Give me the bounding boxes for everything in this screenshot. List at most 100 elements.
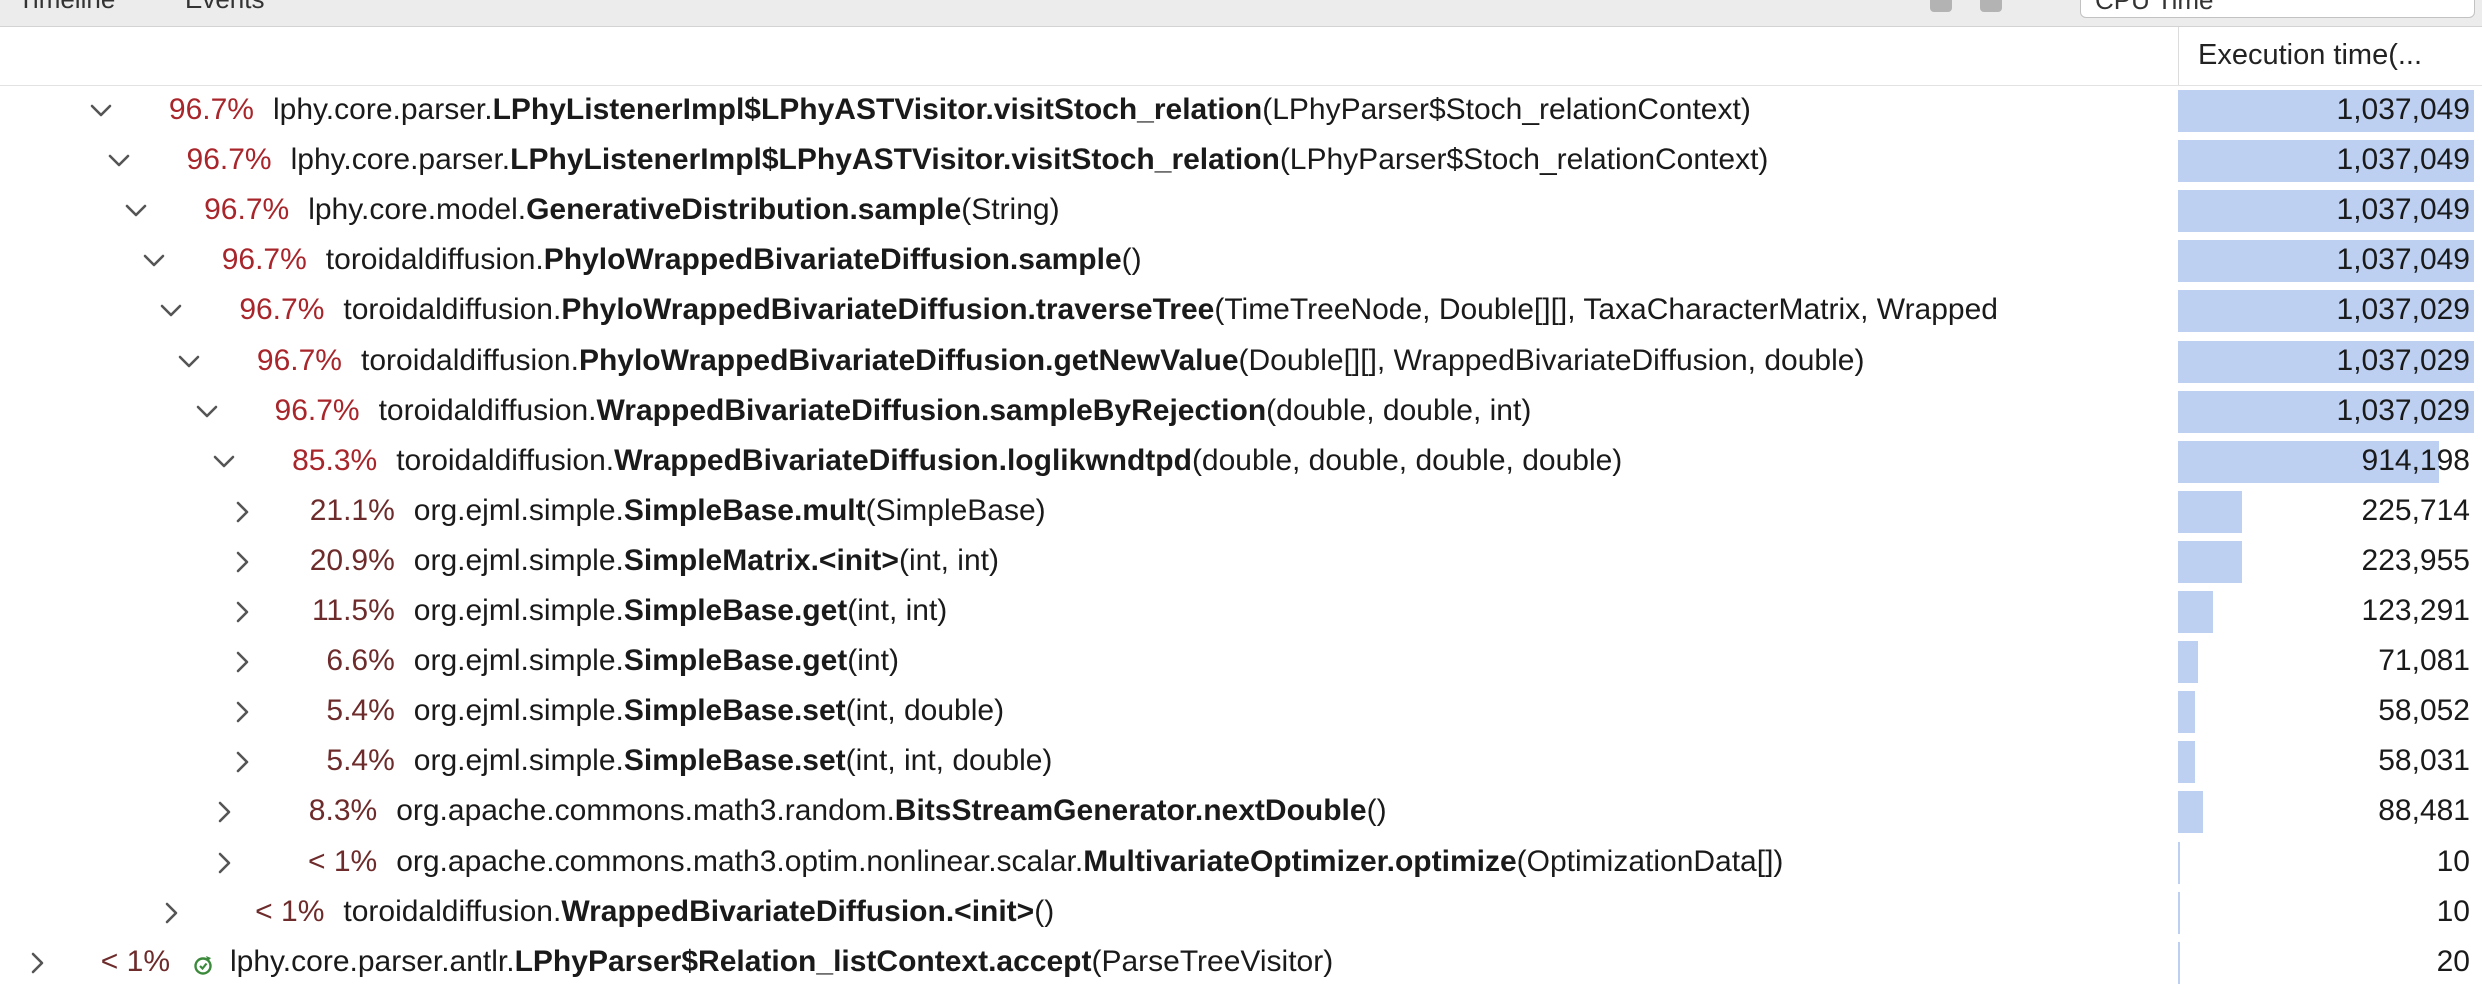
method-signature: toroidaldiffusion.PhyloWrappedBivariateD…: [326, 243, 1142, 277]
tree-row[interactable]: 8.3%org.apache.commons.math3.random.Bits…: [0, 787, 2482, 837]
execution-time-bar: [2178, 942, 2180, 984]
chevron-down-icon[interactable]: [174, 344, 204, 380]
chevron-down-icon[interactable]: [104, 143, 134, 179]
execution-time-cell: 1,037,049: [2178, 240, 2478, 282]
percent-label: < 1%: [255, 895, 325, 928]
method-signature: org.ejml.simple.SimpleBase.get(int): [414, 644, 899, 678]
tree-row[interactable]: 5.4%org.ejml.simple.SimpleBase.set(int, …: [0, 687, 2482, 737]
method-name: MultivariateOptimizer.optimize: [1083, 845, 1517, 878]
chevron-right-icon[interactable]: [227, 494, 257, 530]
method-name: WrappedBivariateDiffusion.<init>: [561, 895, 1035, 928]
tree-row[interactable]: 11.5%org.ejml.simple.SimpleBase.get(int,…: [0, 587, 2482, 637]
percent-label: < 1%: [100, 945, 170, 978]
tree-row[interactable]: < 1%lphy.core.parser.antlr.LPhyParser$Re…: [0, 938, 2482, 988]
package-name: org.apache.commons.math3.optim.nonlinear…: [396, 845, 1084, 878]
execution-time-bar: [2178, 341, 2474, 383]
metric-select[interactable]: CPU Time: [2080, 0, 2475, 18]
execution-time-cell: 123,291: [2178, 591, 2478, 633]
method-name: BitsStreamGenerator.nextDouble: [894, 794, 1367, 827]
chevron-right-icon[interactable]: [227, 744, 257, 780]
package-name: lphy.core.parser.: [290, 143, 511, 176]
execution-time-bar: [2178, 892, 2180, 934]
method-args: (ParseTreeVisitor): [1091, 945, 1334, 978]
percent-label: 96.7%: [168, 93, 254, 126]
method-name: PhyloWrappedBivariateDiffusion.sample: [543, 243, 1122, 276]
execution-time-cell: 58,031: [2178, 741, 2478, 783]
execution-time-cell: 88,481: [2178, 791, 2478, 833]
percent-label: 21.1%: [309, 494, 395, 527]
percent-label: 96.7%: [221, 243, 307, 276]
execution-time-value: 1,037,029: [2336, 293, 2470, 326]
chevron-right-icon[interactable]: [227, 594, 257, 630]
chevron-right-icon[interactable]: [156, 895, 186, 931]
tree-row[interactable]: < 1%org.apache.commons.math3.optim.nonli…: [0, 838, 2482, 888]
tree-row[interactable]: 96.7%lphy.core.parser.LPhyListenerImpl$L…: [0, 86, 2482, 136]
tree-row[interactable]: 85.3% toroidaldiffusion.WrappedBivariateD…: [0, 437, 2482, 487]
package-name: org.ejml.simple.: [413, 594, 624, 627]
tab-timeline[interactable]: Timeline: [18, 0, 115, 15]
execution-time-cell: 20: [2178, 942, 2478, 984]
chevron-right-icon[interactable]: [209, 794, 239, 830]
execution-time-value: 1,037,029: [2336, 344, 2470, 377]
execution-time-value: 1,037,029: [2336, 394, 2470, 427]
execution-time-value: 20: [2436, 945, 2470, 978]
call-tree: 96.7%lphy.core.parser.LPhyListenerImpl$L…: [0, 86, 2482, 984]
percent-label: 85.3%: [292, 444, 378, 477]
tree-row[interactable]: 96.7%lphy.core.model.GenerativeDistribut…: [0, 186, 2482, 236]
method-signature: lphy.core.model.GenerativeDistribution.s…: [308, 193, 1059, 227]
chevron-down-icon[interactable]: [209, 444, 239, 480]
package-name: toroidaldiffusion.: [343, 293, 562, 326]
tree-row[interactable]: 21.1%org.ejml.simple.SimpleBase.mult(Sim…: [0, 487, 2482, 537]
method-name: SimpleBase.get: [623, 594, 848, 627]
package-name: org.ejml.simple.: [413, 694, 624, 727]
percent-label: 20.9%: [309, 544, 395, 577]
method-signature: org.ejml.simple.SimpleMatrix.<init>(int,…: [414, 544, 999, 578]
column-divider[interactable]: [2178, 27, 2179, 85]
chevron-down-icon[interactable]: [192, 394, 222, 430]
execution-time-cell: 71,081: [2178, 641, 2478, 683]
chevron-right-icon[interactable]: [22, 945, 52, 981]
chevron-down-icon[interactable]: [86, 93, 116, 129]
method-name: PhyloWrappedBivariateDiffusion.traverseT…: [561, 293, 1215, 326]
tab-events[interactable]: Events: [185, 0, 265, 15]
execution-time-cell: 1,037,029: [2178, 290, 2478, 332]
tree-row[interactable]: 6.6% org.ejml.simple.SimpleBase.get(int) 7…: [0, 637, 2482, 687]
chevron-right-icon[interactable]: [227, 544, 257, 580]
execution-time-value: 88,481: [2378, 794, 2470, 827]
execution-time-cell: 1,037,049: [2178, 140, 2478, 182]
method-name: SimpleMatrix.<init>: [623, 544, 899, 577]
tree-row[interactable]: 20.9% org.ejml.simple.SimpleMatrix.<init>…: [0, 537, 2482, 587]
tree-row[interactable]: 96.7% toroidaldiffusion.PhyloWrappedBivar…: [0, 236, 2482, 286]
chevron-right-icon[interactable]: [227, 644, 257, 680]
percent-label: 6.6%: [326, 644, 395, 677]
tree-row[interactable]: < 1%toroidaldiffusion.WrappedBivariateDi…: [0, 888, 2482, 938]
execution-time-cell: 223,955: [2178, 541, 2478, 583]
method-name: WrappedBivariateDiffusion.loglikwndtpd: [614, 444, 1192, 477]
method-signature: toroidaldiffusion.WrappedBivariateDiffus…: [396, 444, 1622, 478]
execution-time-value: 123,291: [2361, 594, 2470, 627]
execution-time-bar: [2178, 491, 2242, 533]
percent-label: 96.7%: [186, 143, 272, 176]
execution-time-value: 1,037,049: [2336, 243, 2470, 276]
execution-time-bar: [2178, 842, 2180, 884]
chevron-right-icon[interactable]: [209, 845, 239, 881]
settings-icon[interactable]: [1980, 0, 2002, 12]
tree-row[interactable]: 96.7%toroidaldiffusion.PhyloWrappedBivar…: [0, 286, 2482, 336]
tree-row[interactable]: 96.7%lphy.core.parser.LPhyListenerImpl$L…: [0, 136, 2482, 186]
chevron-down-icon[interactable]: [156, 293, 186, 329]
method-name: WrappedBivariateDiffusion.sampleByReject…: [596, 394, 1267, 427]
method-args: (): [1366, 794, 1387, 827]
chevron-down-icon[interactable]: [121, 193, 151, 229]
tree-row[interactable]: 96.7%toroidaldiffusion.PhyloWrappedBivar…: [0, 337, 2482, 387]
chevron-right-icon[interactable]: [227, 694, 257, 730]
filter-icon[interactable]: [1930, 0, 1952, 12]
column-header-execution-time[interactable]: Execution time(...: [2198, 39, 2423, 71]
package-name: org.ejml.simple.: [413, 494, 624, 527]
tree-row[interactable]: 96.7%toroidaldiffusion.WrappedBivariateD…: [0, 387, 2482, 437]
package-name: toroidaldiffusion.: [325, 243, 544, 276]
method-args: (OptimizationData[]): [1516, 845, 1784, 878]
tree-row[interactable]: 5.4%org.ejml.simple.SimpleBase.set(int, …: [0, 737, 2482, 787]
chevron-down-icon[interactable]: [139, 243, 169, 279]
execution-time-value: 10: [2436, 895, 2470, 928]
execution-time-value: 914,198: [2361, 444, 2470, 477]
